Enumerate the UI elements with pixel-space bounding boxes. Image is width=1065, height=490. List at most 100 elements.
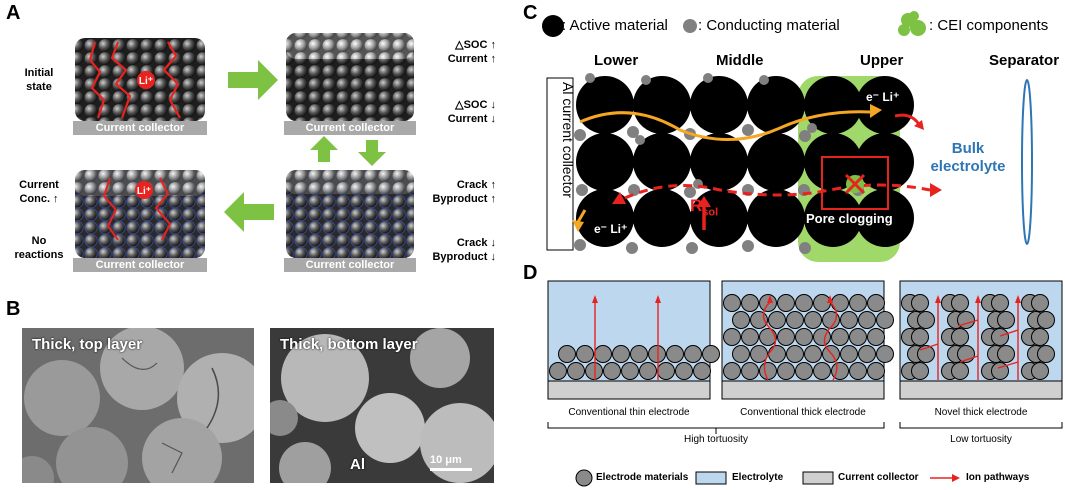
electrode-particle [876,345,894,363]
electrode-particle [804,311,822,329]
electrode-particle [768,311,786,329]
arrow-up-green [310,136,338,162]
d-ion-arrowheads [592,295,1021,303]
electrode-block-no-reactions: Li⁺ [75,170,205,258]
electrode-particle [1031,362,1049,380]
electrode-particle [1037,345,1055,363]
e-li-top-label: e⁻ Li⁺ [866,90,900,104]
label-soc-up: △SOC ↑ Current ↑ [447,39,496,65]
electrode-particle [991,294,1009,312]
separator [1021,79,1033,245]
electrode-particle [759,362,777,380]
electrode-particle [777,362,795,380]
electrode-particle [567,362,585,380]
bracket-high [547,422,885,434]
rsol-r: R [690,196,703,215]
electrode-particle [997,311,1015,329]
legend-conducting-label: : Conducting material [698,17,840,34]
electrode-particle [723,328,741,346]
label-current-conc: Current Conc. ↑ [19,179,59,205]
li-ion-label-a2: Li⁺ [137,186,151,197]
legend-active-label: : Active material [562,17,668,34]
electrode-block-soc [286,33,414,121]
electrode-particle [741,294,759,312]
electrode-particle [723,362,741,380]
li-ion-label-a1: Li⁺ [139,76,153,87]
caption-novel: Novel thick electrode [934,407,1028,418]
electrode-particle [849,294,867,312]
column-separator: Separator [989,52,1060,69]
electrode-particle [795,294,813,312]
electrode-particle [867,328,885,346]
electrode-particle [831,328,849,346]
electrode-particle [759,328,777,346]
electrode-particle [831,294,849,312]
panel-d-diagram [547,280,1063,487]
legend-active-dot [542,15,564,37]
label-crack-down: Crack ↓ Byproduct ↓ [432,237,496,263]
electrode-particle [951,328,969,346]
electrode-particle [917,311,935,329]
electrode-particle [750,345,768,363]
sem-image-top-layer: Thick, top layer [22,328,254,483]
electrode-particle [666,345,684,363]
electrode-particle [741,362,759,380]
sem-bottom-label: Thick, bottom layer [280,336,418,353]
pore-clogging-label: Pore clogging [806,211,893,226]
electrode-particle [702,345,720,363]
legend-electrolyte-swatch [695,471,727,485]
panel-a-diagram: Li⁺ Li⁺ [75,33,414,258]
electrode-particle [911,328,929,346]
rsol-label: Rsol [690,196,718,218]
electrode-particle [849,328,867,346]
electrode-block-initial: Li⁺ [75,38,205,121]
legend-electrode-label: Electrode materials [596,472,689,483]
tortuosity-high: High tortuosity [684,434,748,445]
current-collector-a4: Current collector [73,258,207,272]
electrode-particle [951,294,969,312]
electrode-particle [911,362,929,380]
electrode-particle [741,328,759,346]
electrode-particle [813,362,831,380]
conducting-particles [574,73,864,254]
panel-letter-c: C [523,2,538,24]
electrode-particle [768,345,786,363]
scale-bar [430,468,472,471]
electrode-particle [621,362,639,380]
legend-collector-label: Current collector [838,472,919,483]
electrode-particle [858,345,876,363]
electrode-particle [585,362,603,380]
electrode-particle [951,362,969,380]
label-no-reactions: No reactions [14,235,64,261]
sem-al-label: Al [350,456,365,473]
electrode-particle [732,345,750,363]
electrode-particle [1031,328,1049,346]
scale-bar-label: 10 μm [430,454,462,466]
sem-top-label: Thick, top layer [32,336,143,353]
electrode-particle [675,362,693,380]
electrode-particle [576,345,594,363]
electrode-particle [858,311,876,329]
label-initial-state: Initial state [24,67,54,93]
current-collector-a3: Current collector [284,258,416,272]
label-soc-down: △SOC ↓ Current ↓ [447,99,496,125]
arrow-down-green [358,140,386,166]
electrode-particle [911,294,929,312]
electrode-particle [849,362,867,380]
panel-letter-a: A [6,2,21,24]
legend-electrolyte-label: Electrolyte [732,472,784,483]
electrode-particle [786,311,804,329]
legend-cei-label: : CEI components [929,17,1049,34]
active-particles [576,76,914,247]
electrode-particle [732,311,750,329]
electrode-particle [795,328,813,346]
column-upper: Upper [860,52,904,69]
arrow-right-green [228,60,278,100]
caption-thin: Conventional thin electrode [568,407,690,418]
electron-path [579,110,871,142]
e-li-bottom-label: e⁻ Li⁺ [594,222,628,236]
electrode-particle [1037,311,1055,329]
tortuosity-low: Low tortuosity [950,434,1012,445]
pore-clogging-box [821,156,889,210]
electrode-particle [558,345,576,363]
